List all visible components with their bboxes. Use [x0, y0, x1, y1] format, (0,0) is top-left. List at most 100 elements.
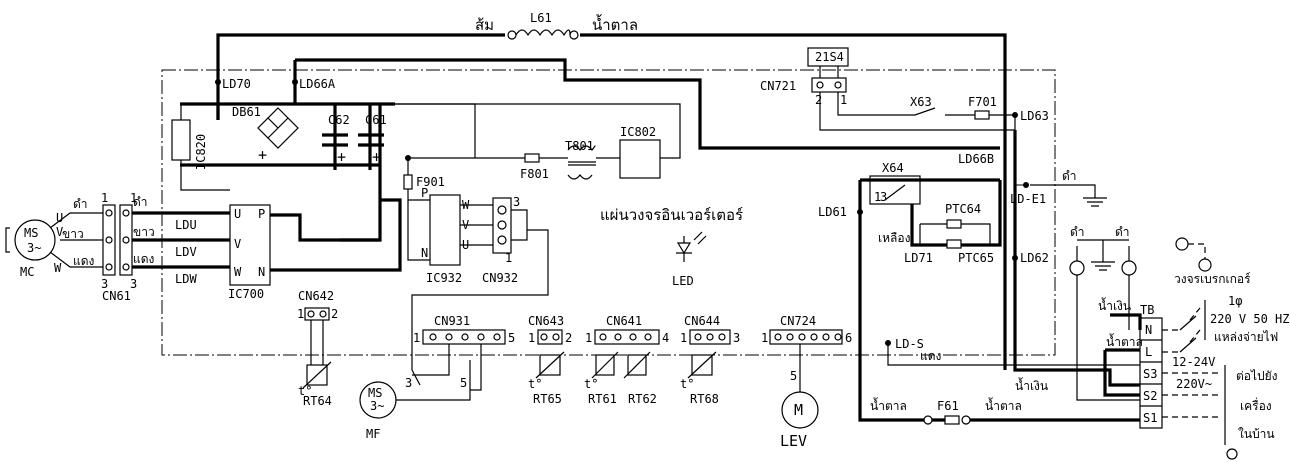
svg-text:+: + [372, 148, 381, 166]
label-lde1: LD-E1 [1010, 192, 1046, 206]
wire-top-right [580, 33, 1007, 370]
label-ptc64: PTC64 [945, 202, 981, 216]
svg-text:5: 5 [508, 331, 515, 345]
label-yellow: เหลือง [878, 231, 910, 245]
svg-text:ดำ: ดำ [133, 195, 148, 209]
label-ptc65: PTC65 [958, 251, 994, 265]
label-voltage: 220 V 50 HZ [1210, 312, 1289, 326]
label-ld70: LD70 [222, 77, 251, 91]
svg-text:W: W [54, 261, 62, 275]
label-lds: LD-S [895, 337, 924, 351]
label-cn932: CN932 [482, 271, 518, 285]
svg-text:P: P [421, 186, 428, 200]
svg-text:ดำ: ดำ [1115, 225, 1130, 239]
label-mc: MC [20, 265, 34, 279]
label-x63: X63 [910, 95, 932, 109]
svg-text:1: 1 [585, 331, 592, 345]
svg-text:1: 1 [528, 331, 535, 345]
svg-text:L: L [1145, 345, 1152, 359]
ic700 [229, 204, 271, 286]
cn641 [594, 329, 660, 345]
svg-text:P: P [258, 207, 265, 221]
label-ld71: LD71 [904, 251, 933, 265]
svg-text:4: 4 [662, 331, 669, 345]
label-supply: แหล่งจ่ายไฟ [1214, 330, 1278, 344]
label-rt64: RT64 [303, 394, 332, 408]
label-ld63: LD63 [1020, 109, 1049, 123]
wire-ld61 [858, 180, 945, 422]
label-cn644: CN644 [684, 314, 720, 328]
ic802 [619, 139, 661, 179]
svg-text:3: 3 [513, 195, 520, 209]
svg-text:M: M [794, 401, 803, 419]
bridge-db61 [257, 107, 299, 149]
label-rt62: RT62 [628, 392, 657, 406]
label-orange: ส้ม [475, 16, 494, 34]
svg-text:U: U [56, 211, 63, 225]
svg-text:S1: S1 [1143, 411, 1157, 425]
label-ldw: LDW [175, 272, 197, 286]
label-ldu: LDU [175, 218, 197, 232]
svg-text:ดำ: ดำ [1062, 169, 1077, 183]
label-db61: DB61 [232, 105, 261, 119]
terminal-l61-a [507, 30, 517, 40]
svg-text:1: 1 [874, 190, 881, 204]
label-led: LED [672, 274, 694, 288]
label-c62: C62 [328, 113, 350, 127]
label-connect-1: ต่อไปยัง [1236, 369, 1278, 383]
svg-text:3: 3 [101, 277, 108, 291]
label-cn724: CN724 [780, 314, 816, 328]
svg-text:V: V [234, 237, 241, 251]
svg-text:N: N [1145, 323, 1152, 337]
svg-text:MS: MS [368, 386, 382, 400]
svg-text:S2: S2 [1143, 389, 1157, 403]
label-cn643: CN643 [528, 314, 564, 328]
transformer-t801 [567, 145, 596, 151]
svg-text:MS: MS [24, 226, 38, 240]
label-rt65: RT65 [533, 392, 562, 406]
svg-text:3: 3 [130, 277, 137, 291]
svg-text:3: 3 [880, 190, 887, 204]
svg-text:21S4: 21S4 [815, 50, 844, 64]
svg-text:t°: t° [298, 384, 312, 398]
inductor-l61 [515, 29, 571, 37]
svg-text:1: 1 [297, 307, 304, 321]
label-cn721: CN721 [760, 79, 796, 93]
ic820 [171, 119, 191, 161]
svg-text:t°: t° [528, 377, 542, 391]
label-ic932: IC932 [426, 271, 462, 285]
svg-text:t°: t° [680, 377, 694, 391]
svg-text:2: 2 [331, 307, 338, 321]
fuse-f61 [944, 415, 960, 425]
label-cn641: CN641 [606, 314, 642, 328]
wire-top-left [216, 33, 505, 82]
svg-text:1: 1 [680, 331, 687, 345]
coil-21s4 [807, 47, 849, 67]
svg-text:S3: S3 [1143, 367, 1157, 381]
svg-text:6: 6 [845, 331, 852, 345]
svg-text:แดง: แดง [73, 254, 94, 268]
ic932 [429, 194, 461, 266]
svg-text:ขาว: ขาว [133, 225, 155, 239]
svg-text:N: N [421, 246, 428, 260]
compressor-motor-mc [14, 219, 56, 261]
svg-text:3: 3 [733, 331, 740, 345]
svg-text:3~: 3~ [27, 241, 41, 255]
label-cn61: CN61 [102, 289, 131, 303]
svg-text:ขาว: ขาว [62, 227, 84, 241]
label-ldv: LDV [175, 245, 197, 259]
svg-text:2: 2 [815, 93, 822, 107]
label-connect-3: ในบ้าน [1238, 427, 1275, 441]
svg-text:น้ำตาล: น้ำตาล [985, 397, 1022, 413]
cap-c62 [322, 133, 348, 147]
svg-text:1φ: 1φ [1228, 294, 1242, 308]
svg-text:+: + [337, 148, 346, 166]
svg-text:W: W [234, 265, 242, 279]
label-inverter-board: แผ่นวงจรอินเวอร์เตอร์ [600, 206, 743, 224]
svg-text:V: V [56, 225, 63, 239]
svg-text:5: 5 [460, 376, 467, 390]
label-ld66b: LD66B [958, 152, 994, 166]
label-cn931: CN931 [434, 314, 470, 328]
